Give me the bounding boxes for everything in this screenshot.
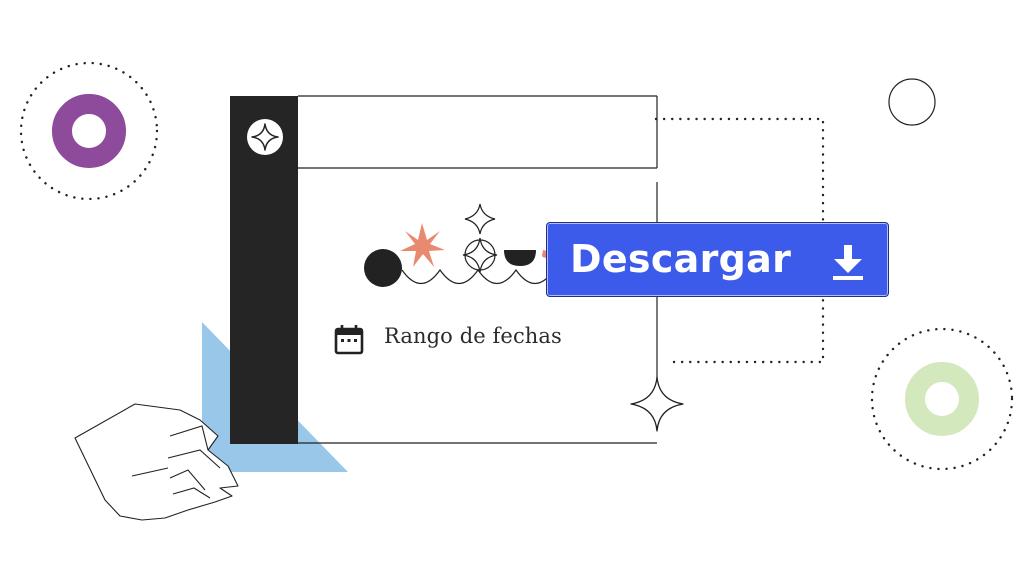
ornament-row <box>364 203 555 287</box>
green-ring-decoration <box>870 327 1014 471</box>
flower-ornament <box>400 223 445 267</box>
download-button[interactable]: Descargar <box>546 222 889 297</box>
outline-circle-decoration <box>888 78 936 126</box>
sparkle-icon <box>247 119 283 155</box>
large-sparkle-decoration <box>630 376 684 432</box>
download-icon <box>833 245 863 280</box>
dotted-connector <box>654 117 825 364</box>
download-button-label: Descargar <box>570 237 792 281</box>
date-range-label[interactable]: Rango de fechas <box>384 324 562 348</box>
purple-ring-decoration <box>19 61 159 201</box>
calendar-icon <box>334 325 364 355</box>
hand-illustration <box>74 403 239 521</box>
